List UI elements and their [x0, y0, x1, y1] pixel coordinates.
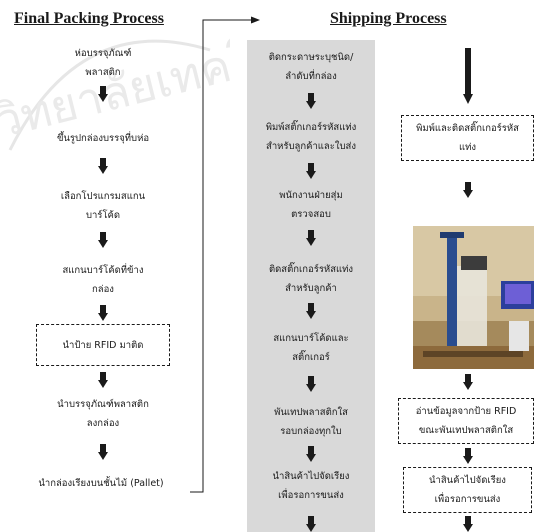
left-step-4-line2: กล่อง: [92, 284, 114, 295]
left-step-2: ขึ้นรูปกล่องบรรจุที่บห่อ: [18, 129, 188, 148]
middle-step-6: พันเทปพลาสติกใส รอบกล่องทุกใบ: [247, 403, 375, 441]
left-step-3-line1: เลือกโปรแกรมสแกน: [60, 191, 146, 202]
down-arrow-icon: [463, 374, 473, 390]
middle-step-3: พนักงานฝ่ายสุ่ม ตรวจสอบ: [247, 186, 375, 224]
down-arrow-icon: [306, 376, 316, 392]
left-step-7-line1: นำกล่องเรียงบนชั้นไม้ (Pallet): [38, 478, 164, 489]
left-step-1: ห่อบรรจุภัณฑ์ พลาสติก: [43, 44, 163, 82]
down-arrow-icon: [306, 163, 316, 179]
down-arrow-icon: [463, 182, 473, 198]
final-packing-title: Final Packing Process: [14, 10, 164, 27]
middle-step-2-line2: สำหรับลูกค้าและใบส่ง: [266, 141, 356, 152]
down-arrow-icon: [306, 93, 316, 109]
left-step-1-line1: ห่อบรรจุภัณฑ์: [74, 48, 132, 59]
middle-step-4-line2: สำหรับลูกค้า: [285, 283, 337, 294]
down-arrow-icon: [98, 444, 108, 460]
middle-step-2: พิมพ์สติ๊กเกอร์รหัสแท่ง สำหรับลูกค้าและใ…: [247, 118, 375, 156]
shipping-process-title: Shipping Process: [330, 10, 447, 27]
right-step-2-line1: อ่านข้อมูลจากป้าย RFID: [415, 406, 517, 417]
middle-step-5: สแกนบาร์โค้ดและ สติ๊กเกอร์: [247, 329, 375, 367]
right-step-3: นำสินค้าไปจัดเรียง เพื่อรอการขนส่ง: [403, 467, 532, 513]
right-step-3-line2: เพื่อรอการขนส่ง: [434, 494, 501, 505]
right-step-1: พิมพ์และติดสติ๊กเกอร์รหัส แท่ง: [401, 115, 534, 161]
middle-step-7: นำสินค้าไปจัดเรียง เพื่อรอการขนส่ง: [247, 467, 375, 505]
middle-step-1: ติดกระดาษระบุชนิด/ ลำดับที่กล่อง: [247, 48, 375, 86]
left-step-3-line2: บาร์โค้ด: [85, 210, 121, 221]
middle-step-3-line2: ตรวจสอบ: [291, 209, 331, 220]
down-arrow-icon: [98, 232, 108, 248]
left-step-2-line1: ขึ้นรูปกล่องบรรจุที่บห่อ: [56, 133, 150, 144]
down-arrow-icon: [463, 448, 473, 464]
right-step-1-line2: แท่ง: [458, 142, 477, 153]
middle-step-1-line1: ติดกระดาษระบุชนิด/: [268, 52, 354, 63]
left-step-6-line1: นำบรรจุภัณฑ์พลาสติก: [57, 399, 149, 410]
pallet-wrapping-machine-photo: [413, 226, 534, 369]
middle-step-4: ติดสติ๊กเกอร์รหัสแท่ง สำหรับลูกค้า: [247, 260, 375, 298]
left-step-5-rfid: นำป้าย RFID มาติด: [36, 324, 170, 366]
right-step-1-line1: พิมพ์และติดสติ๊กเกอร์รหัส: [416, 123, 519, 134]
down-arrow-icon: [98, 158, 108, 174]
left-step-4-line1: สแกนบาร์โค้ดที่ข้าง: [62, 265, 144, 276]
long-down-arrow-icon: [463, 48, 473, 106]
middle-step-4-line1: ติดสติ๊กเกอร์รหัสแท่ง: [268, 264, 354, 275]
right-step-2-rfid: อ่านข้อมูลจากป้าย RFID ขณะพันเทปพลาสติกใ…: [398, 398, 534, 444]
right-step-3-line1: นำสินค้าไปจัดเรียง: [429, 475, 506, 486]
down-arrow-icon: [98, 86, 108, 102]
middle-step-7-line1: นำสินค้าไปจัดเรียง: [272, 471, 350, 482]
middle-step-5-line2: สติ๊กเกอร์: [292, 352, 330, 363]
down-arrow-icon: [306, 446, 316, 462]
middle-step-3-line1: พนักงานฝ่ายสุ่ม: [279, 190, 343, 201]
down-arrow-icon: [463, 516, 473, 532]
middle-step-5-line1: สแกนบาร์โค้ดและ: [273, 333, 349, 344]
down-arrow-icon: [98, 372, 108, 388]
left-step-6: นำบรรจุภัณฑ์พลาสติก ลงกล่อง: [33, 395, 173, 433]
left-step-4: สแกนบาร์โค้ดที่ข้าง กล่อง: [33, 261, 173, 299]
down-arrow-icon: [98, 305, 108, 321]
down-arrow-icon: [306, 303, 316, 319]
left-step-3: เลือกโปรแกรมสแกน บาร์โค้ด: [38, 187, 168, 225]
left-step-6-line2: ลงกล่อง: [86, 418, 120, 429]
down-arrow-icon: [306, 516, 316, 532]
left-step-7: นำกล่องเรียงบนชั้นไม้ (Pallet): [2, 474, 200, 493]
left-step-1-line2: พลาสติก: [85, 67, 121, 78]
middle-step-2-line1: พิมพ์สติ๊กเกอร์รหัสแท่ง: [265, 122, 357, 133]
middle-step-6-line1: พันเทปพลาสติกใส: [274, 407, 348, 418]
middle-step-1-line2: ลำดับที่กล่อง: [285, 71, 337, 82]
right-step-2-line2: ขณะพันเทปพลาสติกใส: [418, 425, 514, 436]
middle-step-6-line2: รอบกล่องทุกใบ: [280, 426, 342, 437]
left-step-5-line1: นำป้าย RFID มาติด: [62, 339, 144, 351]
down-arrow-icon: [306, 230, 316, 246]
middle-step-7-line2: เพื่อรอการขนส่ง: [278, 490, 344, 501]
